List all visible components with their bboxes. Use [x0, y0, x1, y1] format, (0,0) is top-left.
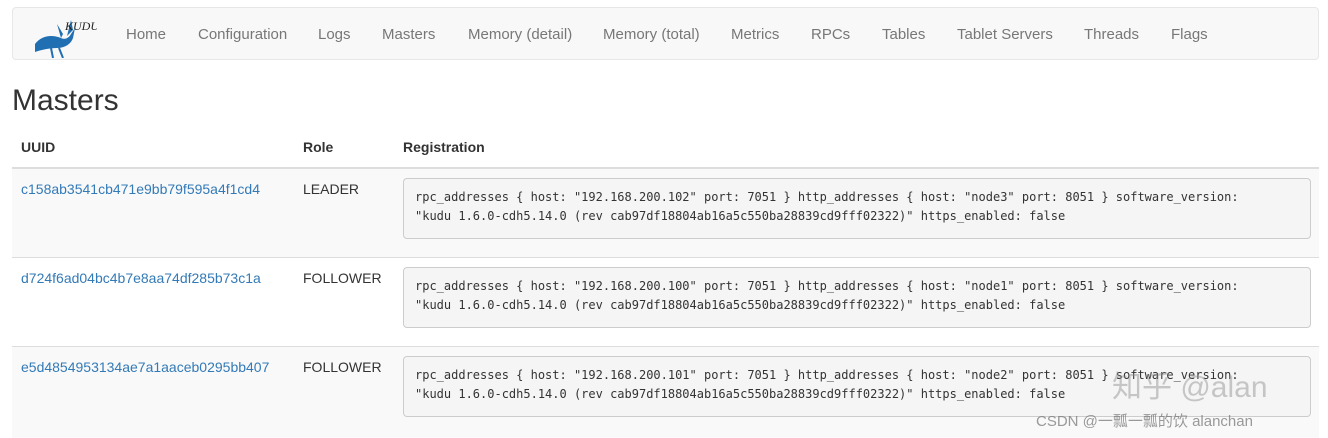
page-title: Masters: [12, 84, 119, 117]
nav-item-metrics[interactable]: Metrics: [731, 26, 780, 43]
column-header-uuid: UUID: [21, 139, 56, 155]
table-header-divider: [12, 167, 1319, 169]
nav-item-tablet-servers[interactable]: Tablet Servers: [957, 26, 1053, 43]
master-uuid-link[interactable]: d724f6ad04bc4b7e8aa74df285b73c1a: [21, 270, 261, 286]
zhihu-watermark: 知乎 @alan: [1112, 371, 1268, 404]
row-divider: [12, 257, 1319, 258]
master-uuid-link[interactable]: c158ab3541cb471e9bb79f595a4f1cd4: [21, 181, 261, 197]
nav-item-logs[interactable]: Logs: [318, 26, 351, 43]
master-role: FOLLOWER: [303, 270, 382, 286]
registration-block: rpc_addresses { host: "192.168.200.102" …: [403, 178, 1311, 239]
row-divider: [12, 346, 1319, 347]
nav-item-memory-total[interactable]: Memory (total): [603, 26, 700, 43]
column-header-role: Role: [303, 139, 334, 155]
column-header-registration: Registration: [403, 139, 485, 155]
master-uuid-link[interactable]: e5d4854953134ae7a1aaceb0295bb407: [21, 359, 270, 375]
nav-item-home[interactable]: Home: [126, 26, 167, 43]
nav-item-tables[interactable]: Tables: [882, 26, 926, 43]
master-role: LEADER: [303, 181, 360, 197]
navbar: KUDU Home Configuration Logs Masters Mem…: [12, 7, 1319, 60]
registration-block: rpc_addresses { host: "192.168.200.100" …: [403, 267, 1311, 328]
nav-item-threads[interactable]: Threads: [1084, 26, 1140, 43]
registration-block: rpc_addresses { host: "192.168.200.101" …: [403, 356, 1311, 417]
master-role: FOLLOWER: [303, 359, 382, 375]
nav-item-masters[interactable]: Masters: [382, 26, 436, 43]
nav-item-memory-detail[interactable]: Memory (detail): [468, 26, 573, 43]
csdn-watermark: CSDN @一瓢一瓢的饮 alanchan: [1036, 413, 1253, 430]
kudu-brand-text: KUDU: [64, 19, 97, 33]
nav-item-rpcs[interactable]: RPCs: [811, 26, 851, 43]
nav-item-flags[interactable]: Flags: [1171, 26, 1208, 43]
nav-item-configuration[interactable]: Configuration: [198, 26, 288, 43]
kudu-logo[interactable]: KUDU: [31, 14, 97, 58]
